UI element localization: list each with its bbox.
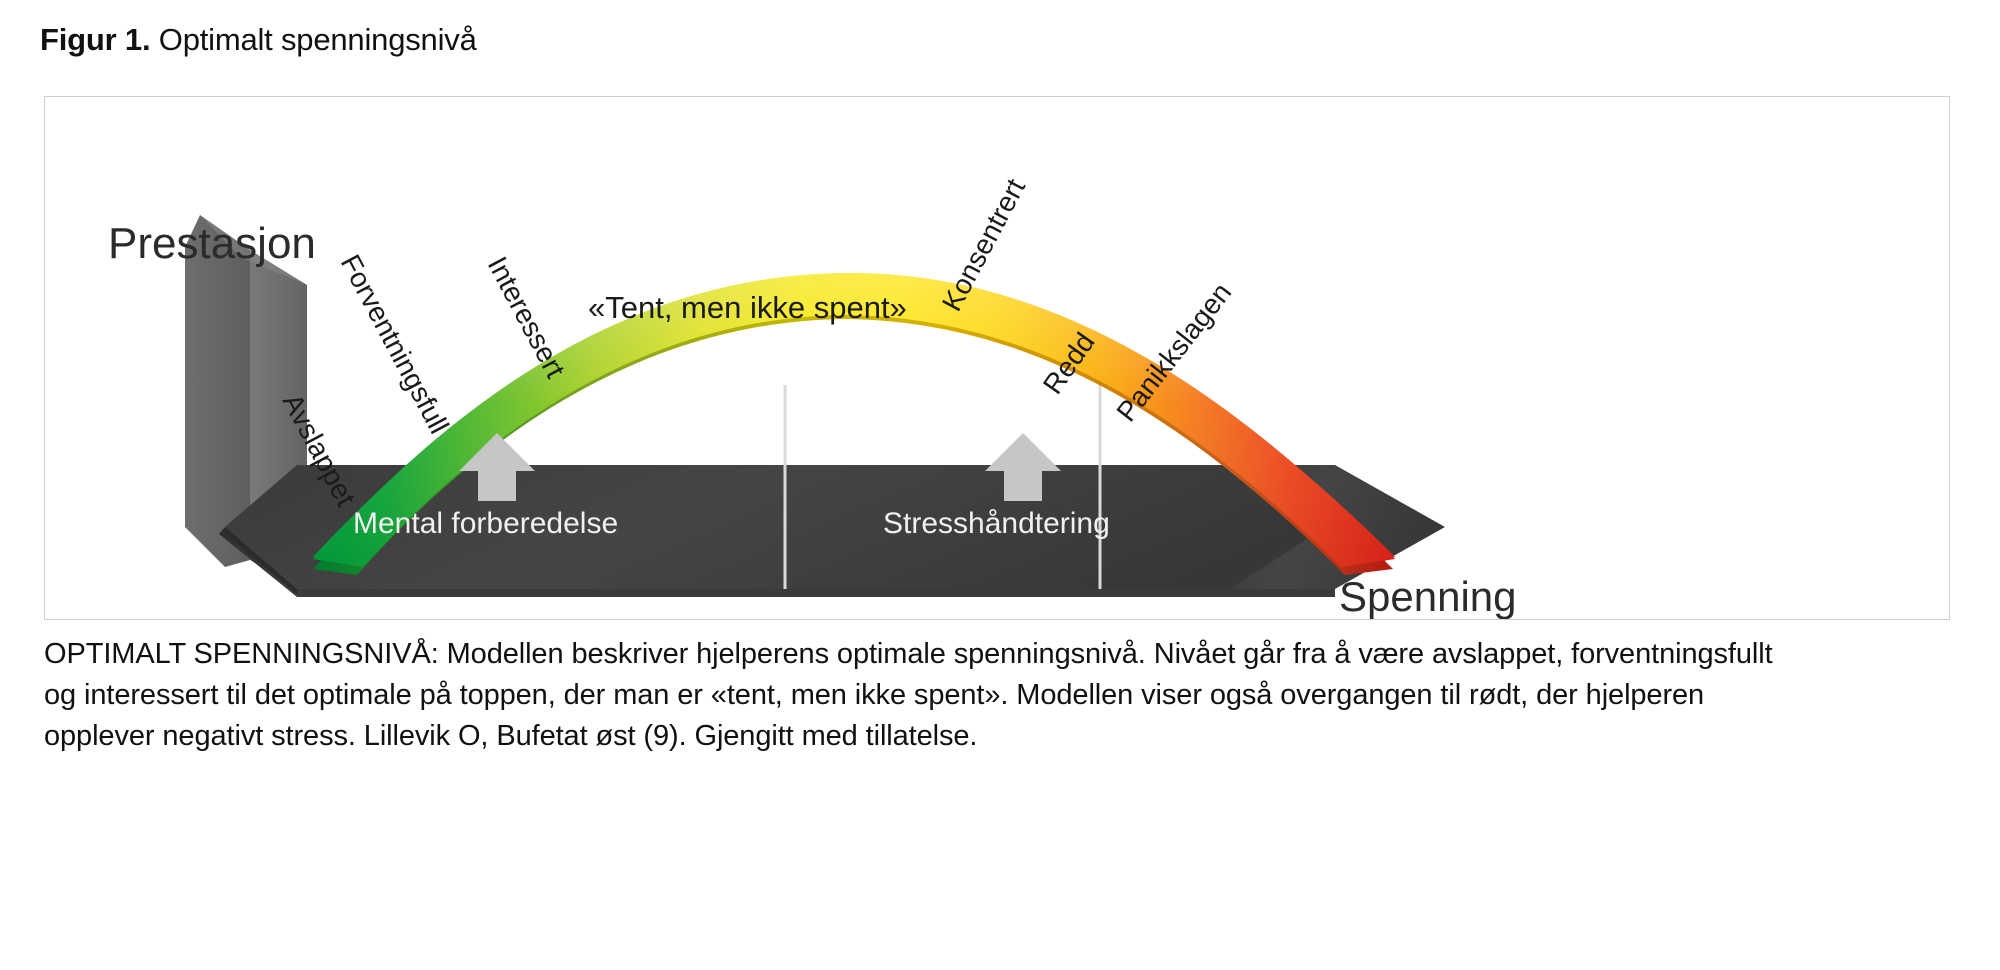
page-title: Figur 1. Optimalt spenningsnivå — [40, 22, 477, 58]
figure-title-text: Optimalt spenningsnivå — [158, 22, 477, 57]
caption-line-3: opplever negativt stress. Lillevik O, Bu… — [44, 720, 978, 752]
figure-caption: OPTIMALT SPENNINGSNIVÅ: Modellen beskriv… — [44, 634, 1964, 757]
mental-forberedelse-arrow — [459, 433, 535, 501]
x-axis-label: Spenning — [1339, 573, 1517, 620]
zone-dividers — [783, 385, 1102, 589]
chart-svg — [185, 215, 1445, 597]
caption-line-2: og interessert til det optimale på toppe… — [44, 679, 1705, 711]
figure-container: Prestasjon Spenning «Tent, men ikke spen… — [44, 96, 1950, 620]
chart-stage: Prestasjon Spenning «Tent, men ikke spen… — [45, 97, 1949, 620]
caption-line-1: OPTIMALT SPENNINGSNIVÅ: Modellen beskriv… — [44, 638, 1773, 670]
zone-label-mental-forberedelse: Mental forberedelse — [353, 507, 619, 540]
stresshandtering-arrow — [985, 433, 1061, 501]
center-annotation: «Tent, men ikke spent» — [588, 290, 907, 325]
zone-label-stresshandtering: Stresshåndtering — [883, 507, 1110, 540]
figure-number: Figur 1. — [40, 22, 151, 57]
y-axis-label: Prestasjon — [108, 219, 316, 268]
performance-arch — [313, 272, 1395, 575]
